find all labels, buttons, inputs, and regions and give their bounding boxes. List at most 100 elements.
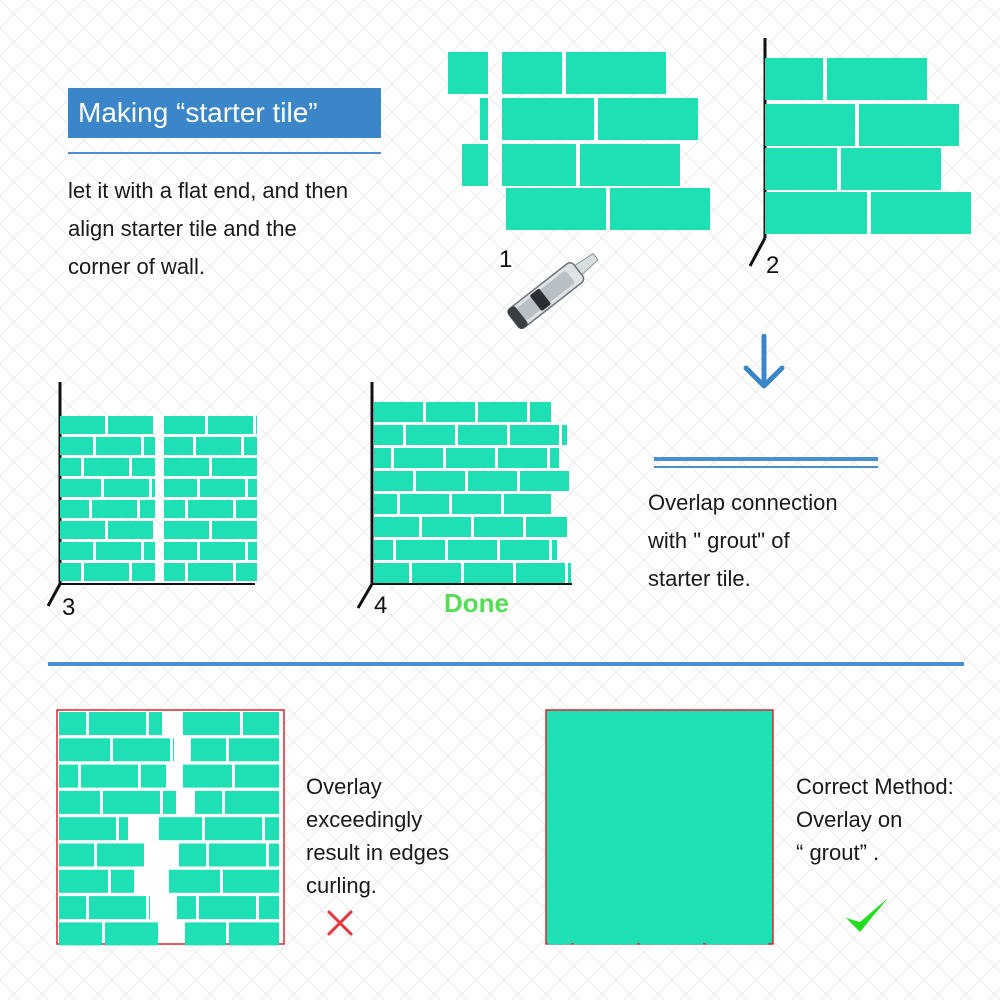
tile: [225, 790, 279, 814]
tile: [474, 517, 523, 537]
tile-cut-piece: [462, 144, 488, 186]
tile: [183, 764, 232, 788]
tile: [765, 58, 823, 100]
tile: [841, 148, 941, 190]
tile: [111, 869, 134, 893]
tile: [108, 416, 153, 434]
tile: [706, 921, 768, 945]
tile: [374, 540, 393, 560]
tile: [59, 922, 102, 946]
tile: [81, 764, 138, 788]
tile: [144, 542, 155, 560]
tile: [374, 402, 423, 422]
tile: [765, 104, 855, 146]
instruction-line-1: let it with a flat end, and then: [68, 178, 349, 203]
tile: [164, 521, 209, 539]
tile: [640, 921, 703, 945]
tile: [265, 817, 279, 841]
tile: [179, 843, 206, 867]
tile: [236, 500, 257, 518]
tile: [412, 563, 461, 583]
tile: [59, 712, 86, 735]
tile: [548, 816, 611, 840]
right-text-line-3: “ grout” .: [796, 840, 880, 865]
tile: [406, 425, 455, 445]
tile: [566, 52, 666, 94]
tile: [516, 563, 565, 583]
tile: [59, 764, 78, 788]
tile: [526, 517, 567, 537]
tile: [248, 479, 257, 497]
tile: [700, 738, 763, 762]
tile: [478, 402, 527, 422]
tile: [244, 437, 257, 455]
tile: [520, 471, 569, 491]
tile: [59, 817, 116, 841]
tile: [60, 542, 93, 560]
tile: [672, 764, 735, 788]
tile: [60, 563, 81, 581]
title-underline: [68, 152, 381, 154]
note-rule-bottom: [654, 466, 878, 468]
tile: [200, 479, 245, 497]
tile: [208, 416, 253, 434]
tile: [426, 402, 475, 422]
tile: [223, 869, 279, 893]
tile-cut-piece: [448, 52, 488, 94]
tile: [103, 790, 160, 814]
tile: [140, 500, 155, 518]
instruction-line-2: align starter tile and the: [68, 216, 297, 241]
tile: [468, 471, 517, 491]
tile: [765, 192, 867, 234]
wall-floor-line: [46, 583, 62, 607]
tile: [578, 790, 641, 814]
tile: [871, 192, 971, 234]
tile: [614, 816, 677, 840]
tile: [446, 448, 495, 468]
wall-floor-line: [356, 583, 374, 609]
tile: [149, 712, 162, 735]
overlap-note-line-1: Overlap connection: [648, 490, 838, 515]
tile: [552, 540, 557, 560]
step2-label: 2: [766, 252, 780, 279]
tile: [548, 712, 591, 735]
tile: [183, 712, 240, 735]
tile: [548, 869, 559, 893]
tile: [60, 479, 101, 497]
tile: [666, 895, 729, 919]
tile: [96, 542, 141, 560]
tile: [606, 764, 669, 788]
tile: [152, 479, 155, 497]
right-method-tile-panel: [545, 709, 774, 945]
tile: [548, 738, 565, 762]
tile: [506, 188, 606, 230]
tile: [548, 921, 571, 945]
tile: [644, 790, 707, 814]
tile: [510, 425, 559, 445]
tile: [580, 144, 680, 186]
tile: [760, 869, 768, 893]
tile: [235, 764, 279, 788]
tile: [164, 542, 197, 560]
overlap-note-line-2: with " grout" of: [648, 528, 790, 553]
tile: [859, 104, 959, 146]
tile: [164, 416, 205, 434]
tile: [548, 843, 583, 866]
tile: [97, 843, 144, 867]
tile: [248, 542, 257, 560]
tile: [164, 563, 185, 581]
step1-label: 1: [499, 246, 513, 273]
note-rule-top: [654, 457, 878, 461]
tile: [765, 148, 837, 190]
tile: [498, 448, 547, 468]
arrow-down-icon: [743, 334, 785, 389]
tile-cut-piece: [480, 98, 488, 140]
tile: [84, 458, 129, 476]
tile: [710, 790, 768, 814]
step4-label: 4: [374, 592, 388, 619]
tile: [212, 521, 257, 539]
tile: [586, 843, 649, 866]
tile: [84, 563, 129, 581]
tile: [562, 425, 567, 445]
tile: [374, 425, 403, 445]
